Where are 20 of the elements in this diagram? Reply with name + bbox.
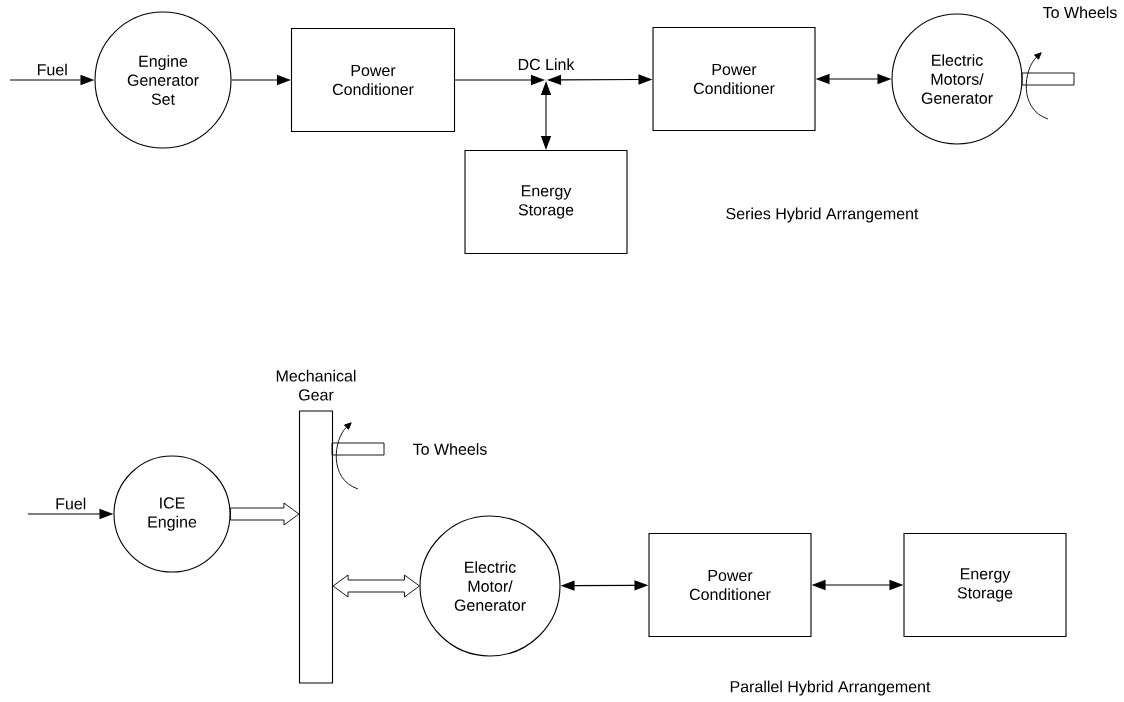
gear-bar: Mechanical Gear	[276, 369, 356, 684]
process-box: Power Conditioner	[648, 532, 812, 638]
node-label: Mechanical Gear	[276, 369, 356, 401]
edge-label: Fuel	[54, 496, 88, 511]
circle-node: ICE Engine	[113, 455, 231, 573]
text-label: Parallel Hybrid Arrangement	[730, 680, 931, 696]
circle-node: Engine Generator Set	[94, 11, 232, 149]
text-label: To Wheels	[413, 443, 487, 455]
process-box: Power Conditioner	[652, 26, 816, 132]
circle-node: Electric Motor/ Generator	[419, 515, 561, 657]
process-box: Power Conditioner	[290, 27, 456, 133]
circle-node: Electric Motors/ Generator	[891, 13, 1023, 145]
text-label: Series Hybrid Arrangement	[726, 207, 919, 223]
hollow-arrow	[230, 502, 300, 526]
edge-label: Fuel	[35, 62, 69, 77]
junction-label: DC Link	[518, 58, 575, 71]
text-label: To Wheels	[1043, 6, 1117, 19]
process-box: Energy Storage	[903, 532, 1067, 638]
process-box: Energy Storage	[464, 149, 628, 255]
hollow-arrow	[332, 574, 420, 598]
